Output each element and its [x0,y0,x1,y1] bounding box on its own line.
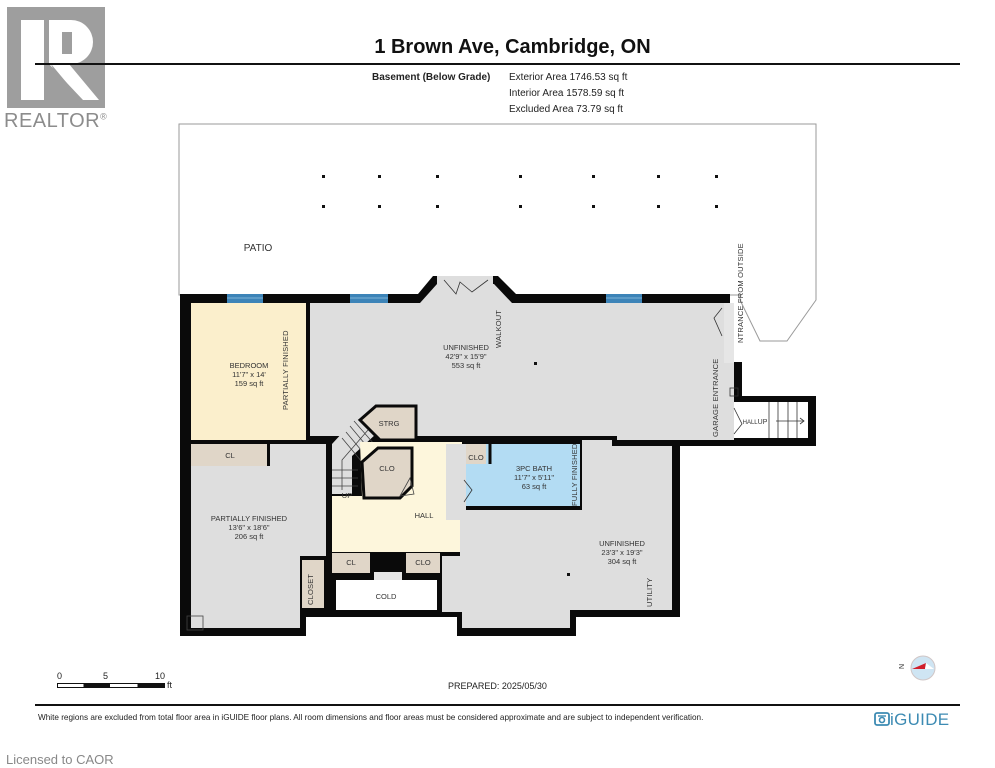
room-area: 553 sq ft [451,361,481,370]
room-name: UNFINISHED [599,539,645,548]
room-name: PARTIALLY FINISHED [210,514,288,523]
room-dims: 23'3" x 19'3" [601,548,643,557]
room-dims: 11'7" x 14' [232,370,266,379]
room-name: 3PC BATH [515,464,553,473]
scale-bar: 0 5 10 ft [57,671,177,697]
label-fully-finished: FULLY FINISHED [570,443,579,506]
disclaimer: White regions are excluded from total fl… [38,713,704,722]
room-name: BEDROOM [229,361,269,370]
room-dims: 11'7" x 5'11" [513,473,555,482]
iguide-logo: iGUIDE [874,710,949,730]
room-area: 63 sq ft [521,482,547,491]
exterior-area: Exterior Area 1746.53 sq ft [509,72,628,83]
iguide-camera-icon [874,712,890,726]
room-cl-hall: CL [346,558,356,567]
patio-label: PATIO [243,243,273,254]
compass: N [899,654,940,682]
footer-divider [35,704,960,706]
room-strg: STRG [378,419,400,428]
room-unfinished-main: UNFINISHED 42'9" x 15'9" 553 sq ft [426,343,506,370]
scale-tick-10: 10 [155,671,166,681]
room-unfinished-utility: UNFINISHED 23'3" x 19'3" 304 sq ft [582,539,662,566]
realtor-wordmark: REALTOR® [4,110,108,132]
room-clo-bath: CLO [468,453,484,462]
room-cold: COLD [375,592,397,601]
scale-tick-0: 0 [57,671,63,681]
scale-bar-graphic [57,683,165,688]
compass-icon [910,655,936,681]
scale-unit: ft [167,680,173,690]
hallup-label: HALLUP [742,419,768,426]
header-divider [35,63,960,65]
licensed-to-label: Licensed to CAOR [6,752,114,767]
realtor-r-icon [21,20,99,100]
room-name: UNFINISHED [443,343,489,352]
room-partially-finished: PARTIALLY FINISHED 13'6" x 18'6" 206 sq … [199,514,299,541]
page-title: 1 Brown Ave, Cambridge, ON [374,36,651,58]
excluded-area: Excluded Area 73.79 sq ft [509,104,623,115]
label-walkout: WALKOUT [494,309,503,348]
scale-tick-5: 5 [103,671,109,681]
floor-label: Basement (Below Grade) [372,72,491,83]
label-utility: UTILITY [645,577,654,607]
room-area: 304 sq ft [607,557,637,566]
label-closet: CLOSET [306,573,315,605]
room-area: 159 sq ft [234,379,264,388]
room-clo-hall: CLO [415,558,431,567]
label-garage-entrance: GARAGE ENTRANCE [711,358,720,437]
room-hall: HALL [414,511,434,520]
room-clo-stairs: CLO [379,464,395,473]
room-3pc-bath: 3PC BATH 11'7" x 5'11" 63 sq ft [494,464,574,491]
stairs-up-label: UP [341,491,353,500]
interior-area: Interior Area 1578.59 sq ft [509,88,625,99]
compass-north-label: N [899,663,907,670]
room-cl-bedroom: CL [225,451,235,460]
room-bedroom: BEDROOM 11'7" x 14' 159 sq ft [209,361,289,388]
realtor-logo [7,7,105,108]
label-entrance-from-outside: NTRANCE FROM OUTSIDE [736,243,745,343]
room-area: 206 sq ft [234,532,264,541]
label-partially-finished: PARTIALLY FINISHED [281,330,290,410]
room-dims: 42'9" x 15'9" [445,352,487,361]
prepared-date: PREPARED: 2025/05/30 [448,681,547,691]
room-dims: 13'6" x 18'6" [228,523,270,532]
